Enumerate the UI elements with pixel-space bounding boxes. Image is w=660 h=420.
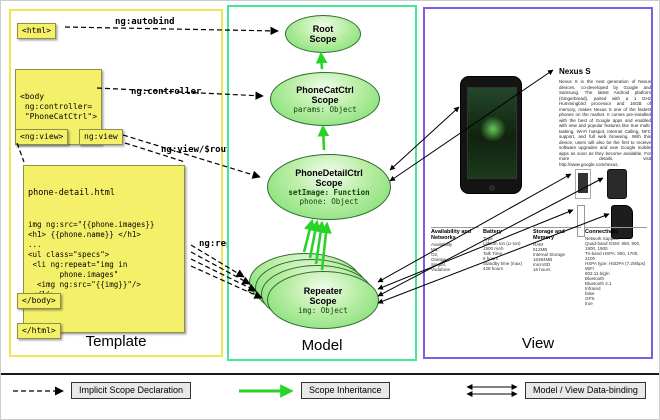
code-body-close: </body> <box>17 293 61 309</box>
spec-header: Storage and Memory <box>533 227 581 241</box>
code-ng-view-tag: ng:view <box>79 129 123 145</box>
scope-title-line: Scope <box>309 34 337 44</box>
scope-prop: img: Object <box>298 305 348 315</box>
scope-prop-phone: phone: Object <box>299 197 359 206</box>
phone-thumbnail-back <box>607 169 627 199</box>
code-line: <li ng:repeat="img in <box>28 260 128 269</box>
phone-thumbnail-front <box>575 169 591 199</box>
phone-thumbnail-angled <box>611 205 633 239</box>
label-ng-autobind: ng:autobind <box>115 17 175 27</box>
code-line: img ng:src="{{phone.images}} <box>28 220 155 229</box>
spec-header: Availability and Networks <box>431 227 479 241</box>
legend-divider <box>1 373 659 375</box>
scope-title-line: Scope <box>309 295 337 306</box>
template-panel-label: Template <box>85 333 147 350</box>
label-ng-repeat: ng:repeat <box>199 239 248 249</box>
code-ng-view-open: <ng:view> <box>15 129 69 145</box>
scope-title-line: Scope <box>311 94 339 105</box>
legend-data-binding: Model / View Data-binding <box>525 382 646 399</box>
code-line: <h1> {{phone.name}} </h1> <box>28 230 141 239</box>
spec-item: true <box>585 301 593 306</box>
spec-item: 16 hours <box>533 267 551 272</box>
code-body-open-lines: <body ng:controller= "PhoneCatCtrl"> <box>20 92 97 122</box>
scope-title-line: Root <box>312 24 334 34</box>
label-ng-controller: ng:controller <box>131 87 202 97</box>
nexus-phone-image <box>460 76 522 194</box>
product-title: Nexus S <box>559 67 591 76</box>
code-line: "PhoneCatCtrl"> <box>20 112 98 121</box>
phone-screen-glow <box>480 116 506 142</box>
spec-item: Tri-band HSPA: 900, 1700, 2100 <box>585 251 639 261</box>
code-line: <body <box>20 92 45 101</box>
view-panel-label: View <box>521 335 555 352</box>
spec-header: Battery <box>483 227 529 235</box>
scope-title-line: Scope <box>315 178 343 188</box>
scope-prop: params: Object <box>293 104 357 114</box>
spec-item: Vodafone <box>431 267 451 272</box>
view-panel: Nexus S Nexus S is the next generation o… <box>423 7 653 359</box>
code-line: <img ng:src="{{img}}"/> <box>28 280 141 289</box>
legend-implicit-scope: Implicit Scope Declaration <box>71 382 192 399</box>
phone-home-button <box>489 185 495 191</box>
code-line: ng:controller= <box>20 102 93 111</box>
code-html-open: <html> <box>17 23 56 39</box>
spec-item: Lithium Ion (Li-Ion) 1500 mAh <box>483 241 521 251</box>
spec-item: HSPA type: HSDPA (7.2Mbps) <box>585 261 646 266</box>
spec-item: 428 hours <box>483 266 504 271</box>
label-ng-view-route: ng:view/$route <box>161 145 237 155</box>
phone-screen <box>467 87 517 179</box>
code-html-close: </html> <box>17 323 61 339</box>
scope-title-line: PhoneDetailCtrl <box>295 168 363 178</box>
product-description: Nexus S is the next generation of Nexus … <box>559 79 651 167</box>
spec-header: Connectivity <box>585 227 647 235</box>
code-line: phone.images" <box>28 270 119 279</box>
code-line: ... <box>28 240 42 249</box>
code-filename: phone-detail.html <box>28 188 115 198</box>
template-panel: <html> ng:autobind <body ng:controller= … <box>9 9 248 357</box>
code-detail-lines: img ng:src="{{phone.images}}<h1> {{phone… <box>28 220 180 310</box>
code-line: <ul class="specs"> <box>28 250 110 259</box>
scope-title-line: Repeater <box>303 285 343 296</box>
model-panel-label: Model <box>301 337 343 354</box>
scope-title-line: PhoneCatCtrl <box>296 84 354 95</box>
legend-scope-inheritance: Scope Inheritance <box>301 382 390 399</box>
scope-prop-setimage: setImage: Function <box>288 188 370 197</box>
spec-item: Quad-band GSM: 850, 900, 1800, 1900 <box>585 241 641 251</box>
